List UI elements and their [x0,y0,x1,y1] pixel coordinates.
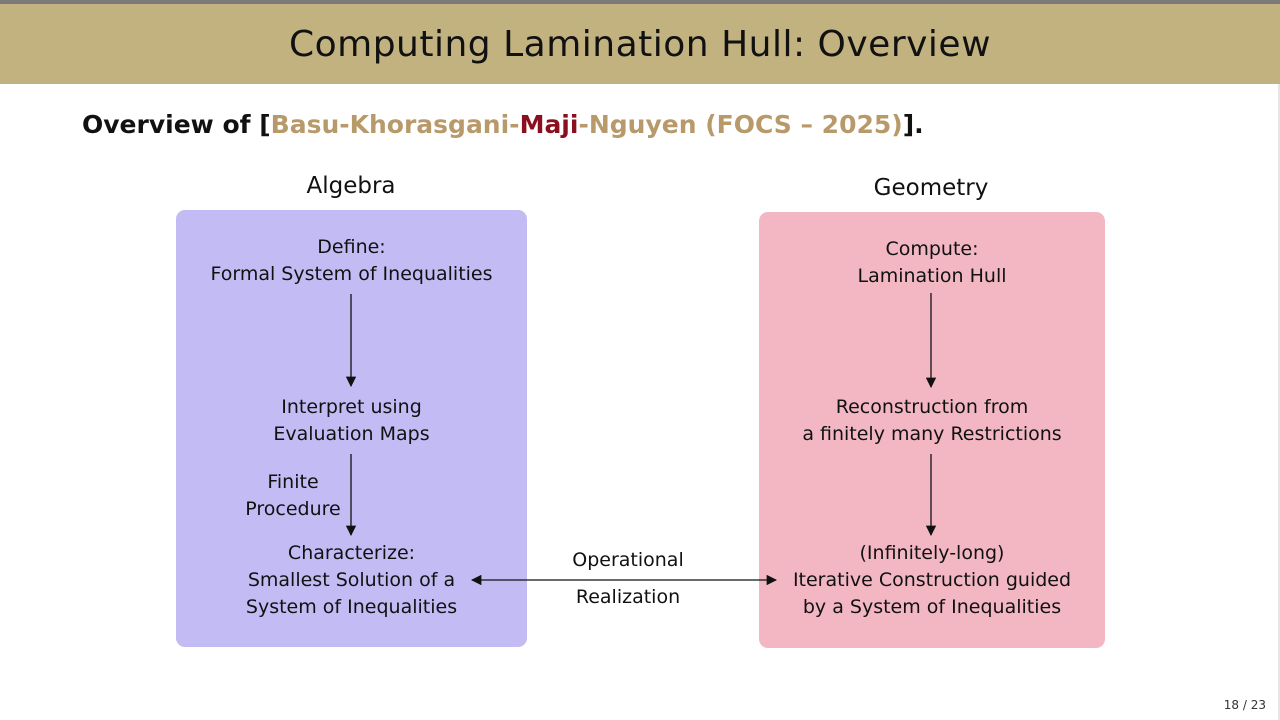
algebra-node-define-line-2: Formal System of Inequalities [210,263,493,285]
algebra-node-characterize: Characterize: Smallest Solution of a Sys… [176,540,527,621]
subtitle-author-2: -Nguyen (FOCS – 2025) [578,110,903,139]
algebra-node-interpret-line-1: Interpret using [281,396,422,418]
algebra-title: Algebra [306,173,396,199]
algebra-box [176,210,527,647]
geometry-node-iterative-line-1: (Infinitely-long) [859,542,1005,564]
algebra-edge-label-line-2: Procedure [245,498,341,520]
algebra-edge-label-line-1: Finite [267,471,319,493]
geometry-title: Geometry [873,175,989,201]
algebra-node-define-line-1: Define: [317,236,386,258]
subtitle-author-1: Basu-Khorasgani- [270,110,520,139]
right-border [1278,84,1280,720]
link-label-top: Operational [572,549,684,571]
geometry-node-iterative: (Infinitely-long) Iterative Construction… [759,540,1105,621]
algebra-node-characterize-line-2: Smallest Solution of a [247,569,456,591]
algebra-node-define: Define: Formal System of Inequalities [176,234,527,288]
subtitle-author-highlight: Maji [519,110,579,139]
geometry-node-compute-line-1: Compute: [885,238,979,260]
page-number: 18 / 23 [1223,698,1266,712]
geometry-node-iterative-line-3: by a System of Inequalities [802,596,1062,618]
slide-subtitle: Overview of [Basu-Khorasgani-Maji-Nguyen… [82,110,924,139]
geometry-node-reconstruction-line-2: a finitely many Restrictions [802,423,1062,445]
subtitle-suffix: ]. [902,110,924,139]
geometry-box [759,212,1105,648]
algebra-edge-label: Finite Procedure [228,469,358,523]
algebra-node-characterize-line-1: Characterize: [287,542,416,564]
algebra-node-characterize-line-3: System of Inequalities [245,596,458,618]
algebra-node-interpret: Interpret using Evaluation Maps [176,394,527,448]
slide-title: Computing Lamination Hull: Overview [288,23,992,65]
geometry-node-reconstruction: Reconstruction from a finitely many Rest… [759,394,1105,448]
geometry-node-iterative-line-2: Iterative Construction guided [792,569,1072,591]
geometry-node-compute: Compute: Lamination Hull [759,236,1105,290]
algebra-node-interpret-line-2: Evaluation Maps [273,423,430,445]
title-bar: Computing Lamination Hull: Overview [0,4,1280,84]
subtitle-prefix: Overview of [ [82,110,271,139]
top-border [0,0,1280,4]
geometry-node-compute-line-2: Lamination Hull [857,265,1007,287]
geometry-node-reconstruction-line-1: Reconstruction from [835,396,1029,418]
link-label-bottom: Realization [575,586,681,608]
